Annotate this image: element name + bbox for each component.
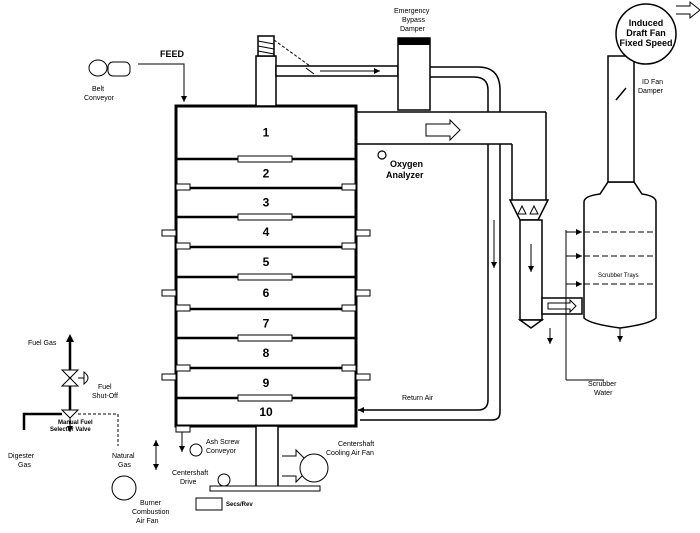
bypass-label-2: Bypass xyxy=(402,17,425,24)
belt-conveyor-label-2: Conveyor xyxy=(84,95,115,102)
emergency-bypass-damper xyxy=(397,37,431,111)
hearth-number-5: 5 xyxy=(263,255,270,269)
natural-gas-label-1: Natural xyxy=(112,453,135,460)
side-ports xyxy=(161,183,371,433)
fuel-gas-label: Fuel Gas xyxy=(28,340,57,347)
quench-venturi xyxy=(508,199,583,329)
hearth-number-9: 9 xyxy=(263,376,270,390)
oxygen-analyzer-sensor xyxy=(377,150,387,160)
id-fan-label-2: Draft Fan xyxy=(626,28,666,38)
return-air-label: Return Air xyxy=(402,395,434,402)
feed-label: FEED xyxy=(160,49,185,59)
oxygen-label-2: Analyzer xyxy=(386,170,424,180)
manual-valve-label-2: Selector Valve xyxy=(50,427,91,433)
cooling-fan-label-1: Centershaft xyxy=(338,441,374,448)
belt-conveyor-label-1: Belt xyxy=(92,86,104,93)
scrubber-water-label-1: Scrubber xyxy=(588,381,617,388)
fuel-train xyxy=(22,334,159,501)
hearth-number-4: 4 xyxy=(263,225,270,239)
hearth-number-10: 10 xyxy=(259,405,273,419)
id-damper-label-1: ID Fan xyxy=(642,79,663,86)
hearth-number-1: 1 xyxy=(263,126,270,140)
natural-gas-label-2: Gas xyxy=(118,462,131,469)
multiple-hearth-furnace: 1 2 3 4 5 6 7 8 9 10 xyxy=(161,104,371,433)
digester-gas-label-1: Digester xyxy=(8,453,35,460)
cooling-fan-label-2: Cooling Air Fan xyxy=(326,450,374,457)
oxygen-label-1: Oxygen xyxy=(390,159,423,169)
ash-screw-label-2: Conveyor xyxy=(206,448,237,455)
burner-fan-label-2: Combustion xyxy=(132,509,169,516)
manual-valve-label-1: Manual Fuel xyxy=(58,420,93,426)
rabble-arms xyxy=(237,155,293,402)
induced-draft-fan xyxy=(615,0,700,65)
hearth-number-2: 2 xyxy=(263,167,270,181)
scrubber-water-lines xyxy=(547,229,604,381)
fuel-shutoff-label-1: Fuel xyxy=(98,384,112,391)
id-fan-label-1: Induced xyxy=(629,18,664,28)
centershaft-drive-label-2: Drive xyxy=(180,479,196,486)
top-stack xyxy=(255,35,399,107)
scrubber-trays-label: Scrubber Trays xyxy=(598,273,639,279)
burner-fan-label-1: Burner xyxy=(140,500,162,507)
hearth-number-8: 8 xyxy=(263,346,270,360)
bypass-duct xyxy=(430,66,501,112)
hearth-number-3: 3 xyxy=(263,196,270,210)
id-damper-label-2: Damper xyxy=(638,88,664,95)
fuel-shutoff-label-2: Shut-Off xyxy=(92,393,118,400)
hearth-number-7: 7 xyxy=(263,317,270,331)
diagram-labels: FEED Belt Conveyor Emergency Bypass Damp… xyxy=(8,8,673,525)
scrubber-water-label-2: Water xyxy=(594,390,613,397)
burner-fan-label-3: Air Fan xyxy=(136,518,159,525)
scrubber-tower xyxy=(583,55,657,342)
return-air-duct xyxy=(358,144,501,421)
bypass-label-3: Damper xyxy=(400,26,426,33)
bypass-label-1: Emergency xyxy=(394,8,430,15)
hearth-number-6: 6 xyxy=(263,286,270,300)
flue-duct xyxy=(356,111,547,200)
ash-screw-label-1: Ash Screw xyxy=(206,439,240,446)
centershaft-drive-label-1: Centershaft xyxy=(172,470,208,477)
secs-rev-label: Secs/Rev xyxy=(226,502,253,508)
centershaft-assembly xyxy=(179,425,329,511)
id-fan-label-3: Fixed Speed xyxy=(619,38,672,48)
digester-gas-label-2: Gas xyxy=(18,462,31,469)
hearth-numbers: 1 2 3 4 5 6 7 8 9 10 xyxy=(259,126,273,420)
belt-conveyor xyxy=(88,59,187,102)
